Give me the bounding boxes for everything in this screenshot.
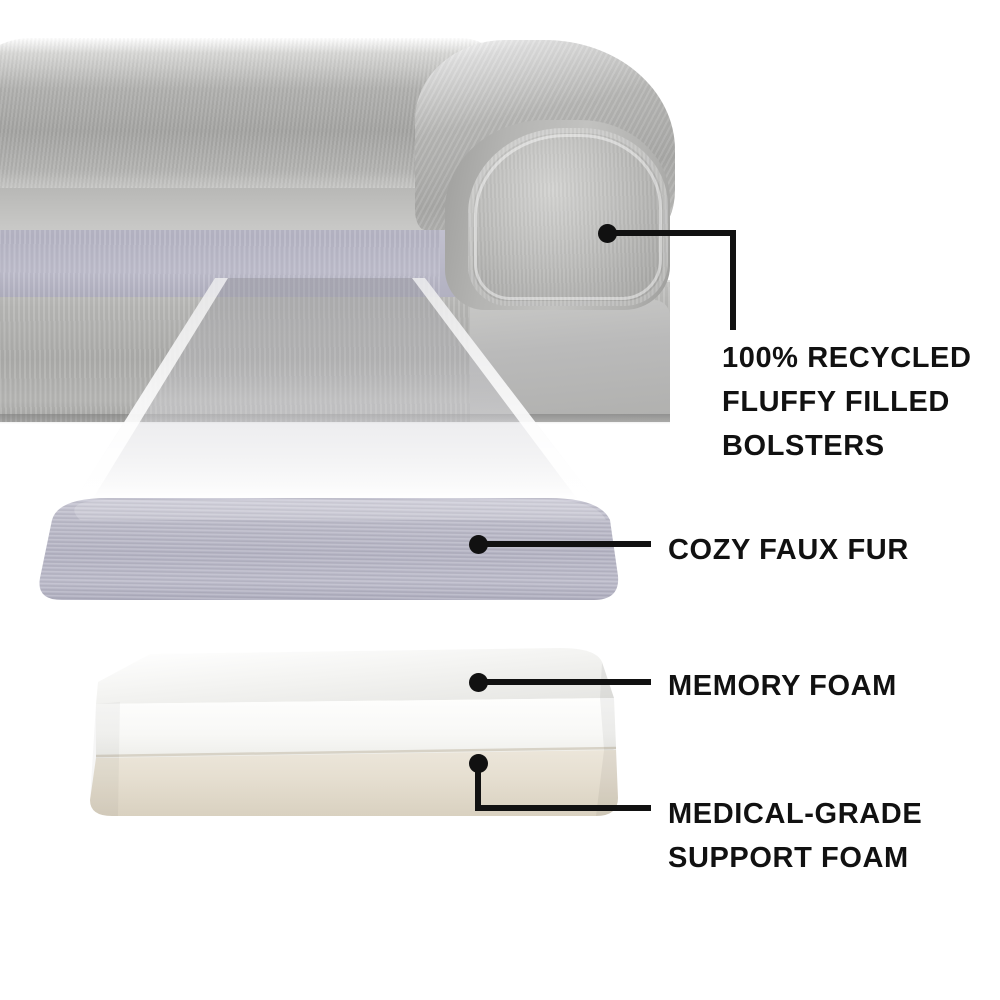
callout-label-faux-fur: COZY FAUX FUR xyxy=(668,534,909,566)
foam-right-side-shade xyxy=(596,662,618,816)
base-drop-shadow xyxy=(0,414,670,424)
callout-label-bolsters: 100% RECYCLED FLUFFY FILLED BOLSTERS xyxy=(722,342,972,462)
callout-leader-support-foam-vertical xyxy=(475,763,481,811)
callout-dot-faux-fur[interactable] xyxy=(469,535,488,554)
arm-bolster-cap-seam xyxy=(474,134,662,300)
callout-leader-faux-fur xyxy=(483,541,651,547)
callout-label-support-foam: MEDICAL-GRADE SUPPORT FOAM xyxy=(668,798,923,874)
callout-leader-support-foam-horizontal xyxy=(475,805,651,811)
arm-front-panel xyxy=(470,300,670,422)
memory-foam-front-face xyxy=(96,698,616,758)
faux-fur-texture xyxy=(39,498,619,600)
callout-dot-memory-foam[interactable] xyxy=(469,673,488,692)
faux-fur-top-highlight xyxy=(74,500,607,520)
callout-leader-bolsters-vertical xyxy=(730,230,736,330)
faux-fur-cover-slab xyxy=(39,498,619,600)
callout-leader-bolsters-horizontal xyxy=(612,230,736,236)
foam-core-block xyxy=(90,648,618,816)
callout-leader-memory-foam xyxy=(483,679,651,685)
foam-left-side-shade xyxy=(90,702,120,816)
callout-dot-bolsters[interactable] xyxy=(598,224,617,243)
foam-layer-seam xyxy=(95,746,617,758)
pet-sofa-bed-illustration xyxy=(0,0,700,430)
callout-label-memory-foam: MEMORY FOAM xyxy=(668,670,897,702)
memory-foam-top-face xyxy=(96,648,614,704)
